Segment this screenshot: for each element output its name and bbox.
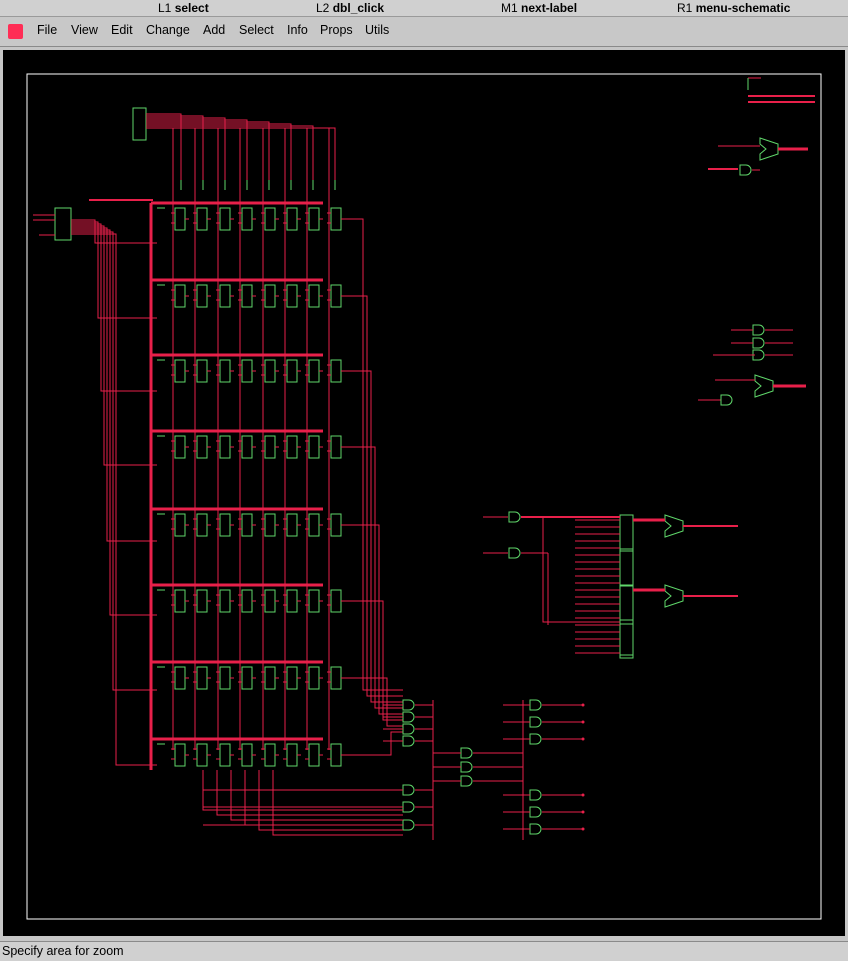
menu-bar: File View Edit Change Add Select Info Pr… [0,17,848,47]
menu-select[interactable]: Select [239,23,274,37]
hint-l2-action: dbl_click [332,1,385,15]
menu-utils[interactable]: Utils [365,23,390,37]
hint-l1-button: L1 [158,1,172,15]
status-message: Specify area for zoom [2,944,124,958]
status-bar: Specify area for zoom [0,941,848,961]
menu-add[interactable]: Add [203,23,226,37]
schematic-canvas[interactable] [3,50,845,936]
menu-props[interactable]: Props [320,23,353,37]
menu-edit[interactable]: Edit [111,23,133,37]
menu-view[interactable]: View [71,23,98,37]
hint-l2-button: L2 [316,1,330,15]
hint-m1: M1 next-label [501,0,577,16]
hint-r1: R1 menu-schematic [677,0,790,16]
schematic-drawing[interactable] [3,50,845,936]
hint-r1-action: menu-schematic [695,1,791,15]
hint-l1-action: select [174,1,209,15]
menu-info[interactable]: Info [287,23,308,37]
mouse-hints-bar: L1 select L2 dbl_click M1 next-label R1 … [0,0,848,17]
menu-change[interactable]: Change [146,23,190,37]
hint-l1: L1 select [158,0,209,16]
hint-m1-action: next-label [521,1,578,15]
hint-r1-button: R1 [677,1,693,15]
app-logo-icon [8,24,23,39]
hint-m1-button: M1 [501,1,518,15]
canvas-frame [0,47,848,940]
menu-file[interactable]: File [37,23,58,37]
hint-l2: L2 dbl_click [316,0,384,16]
